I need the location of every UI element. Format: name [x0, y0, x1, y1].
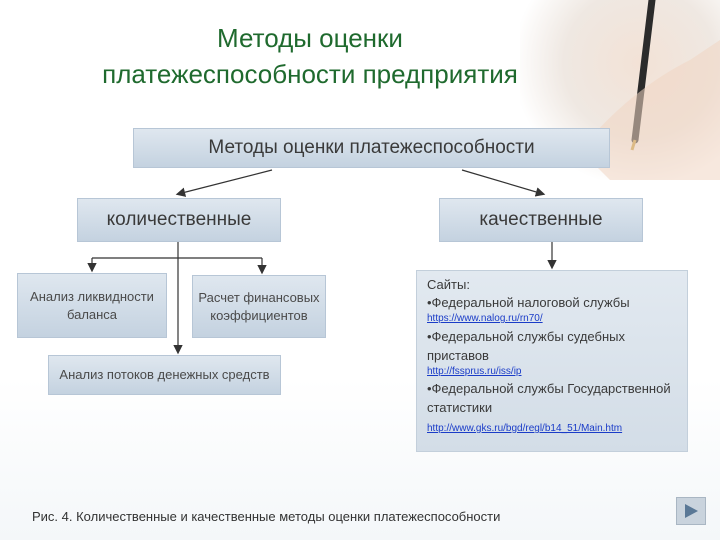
arrow-to-qualitative	[461, 169, 546, 197]
title-line-2: платежеспособности предприятия	[102, 59, 518, 89]
page-title: Методы оценки платежеспособности предпри…	[40, 20, 580, 92]
title-line-1: Методы оценки	[217, 23, 403, 53]
sites-header: Сайты:	[427, 277, 470, 292]
liquidity-analysis-box: Анализ ликвидности баланса	[17, 273, 167, 338]
figure-caption: Рис. 4. Количественные и качественные ме…	[32, 509, 501, 524]
site-tax-link[interactable]: https://www.nalog.ru/rn70/	[427, 313, 543, 324]
sites-box: Сайты: •Федеральной налоговой службы htt…	[416, 270, 688, 452]
site-bailiff-service: •Федеральной службы судебных приставов	[427, 329, 625, 363]
play-triangle-icon	[685, 504, 698, 518]
quantitative-box: количественные	[77, 198, 281, 242]
arrow-to-quantitative	[175, 169, 273, 197]
pen-icon	[580, 0, 720, 180]
cash-flow-analysis-box: Анализ потоков денежных средств	[48, 355, 281, 395]
root-method-box: Методы оценки платежеспособности	[133, 128, 610, 168]
site-tax-service: •Федеральной налоговой службы	[427, 295, 630, 310]
qualitative-box: качественные	[439, 198, 643, 242]
next-slide-button[interactable]	[676, 497, 706, 525]
site-bailiff-link[interactable]: http://fssprus.ru/iss/ip	[427, 366, 522, 377]
financial-ratios-box: Расчет финансовых коэффициентов	[192, 275, 326, 338]
site-statistics-service: •Федеральной службы Государственной стат…	[427, 381, 671, 415]
site-statistics-link[interactable]: http://www.gks.ru/bgd/regl/b14_51/Main.h…	[427, 423, 623, 434]
